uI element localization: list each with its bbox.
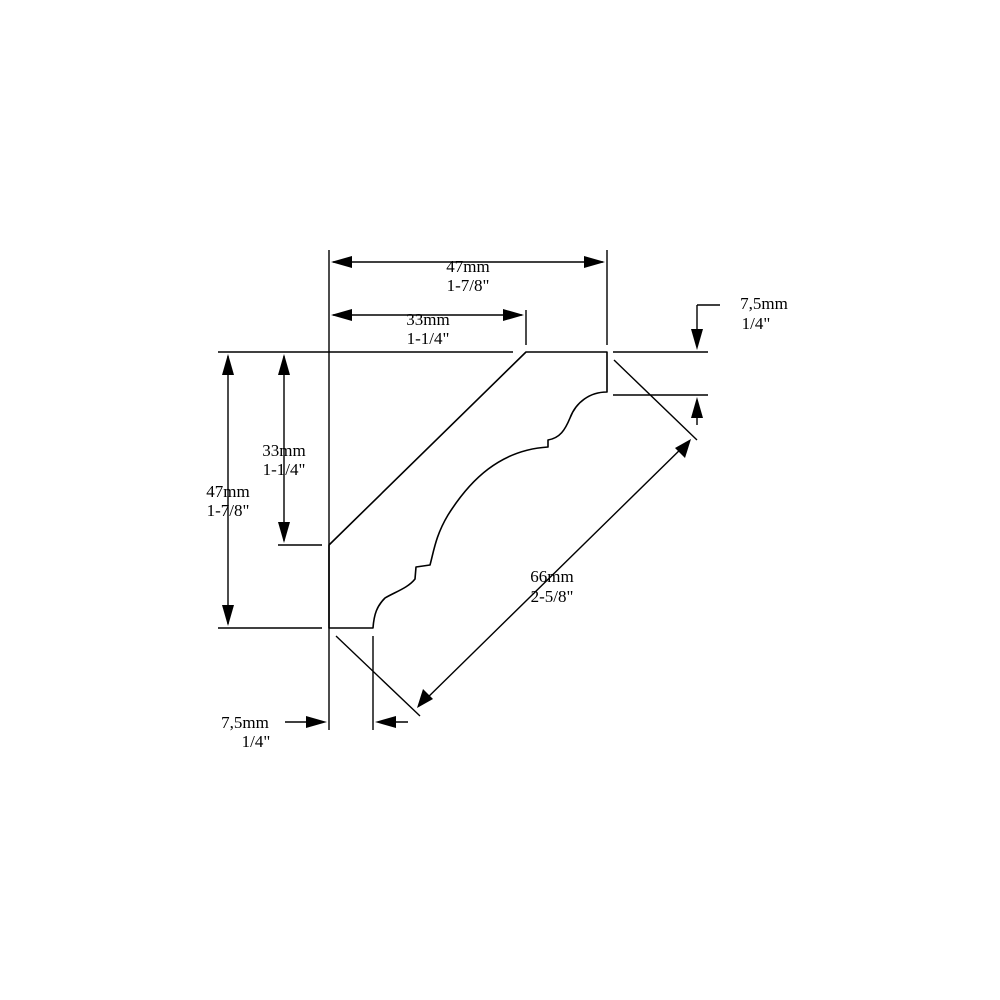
arrowhead: [584, 256, 605, 268]
arrowhead: [222, 605, 234, 626]
arrowhead: [306, 716, 327, 728]
label-top-step-mm: 7,5mm: [740, 294, 788, 313]
arrowhead: [331, 256, 352, 268]
label-diagonal-inch: 2-5/8": [531, 587, 574, 606]
dim-line-diagonal: [418, 440, 690, 707]
label-left-inner-height-inch: 1-1/4": [263, 460, 306, 479]
arrowhead: [278, 522, 290, 543]
label-top-inner-width-mm: 33mm: [406, 310, 449, 329]
label-diagonal-mm: 66mm: [530, 567, 573, 586]
label-bottom-step-inch: 1/4": [242, 732, 271, 751]
arrowhead: [375, 716, 396, 728]
arrowhead: [331, 309, 352, 321]
arrowhead: [222, 354, 234, 375]
label-top-width-mm: 47mm: [446, 257, 489, 276]
arrowhead: [417, 689, 433, 708]
arrowhead: [675, 439, 691, 458]
label-left-inner-height-mm: 33mm: [262, 441, 305, 460]
label-left-height-mm: 47mm: [206, 482, 249, 501]
arrowhead: [278, 354, 290, 375]
ext-line-diagonal-lower: [335, 635, 421, 717]
arrowhead: [691, 397, 703, 418]
arrowhead: [503, 309, 524, 321]
label-left-height-inch: 1-7/8": [207, 501, 250, 520]
label-bottom-step-mm: 7,5mm: [221, 713, 269, 732]
arrowhead: [691, 329, 703, 350]
label-top-width-inch: 1-7/8": [447, 276, 490, 295]
moulding-profile: [328, 351, 608, 629]
label-top-step-inch: 1/4": [742, 314, 771, 333]
ext-line-diagonal-upper: [613, 359, 698, 441]
label-top-inner-width-inch: 1-1/4": [407, 329, 450, 348]
